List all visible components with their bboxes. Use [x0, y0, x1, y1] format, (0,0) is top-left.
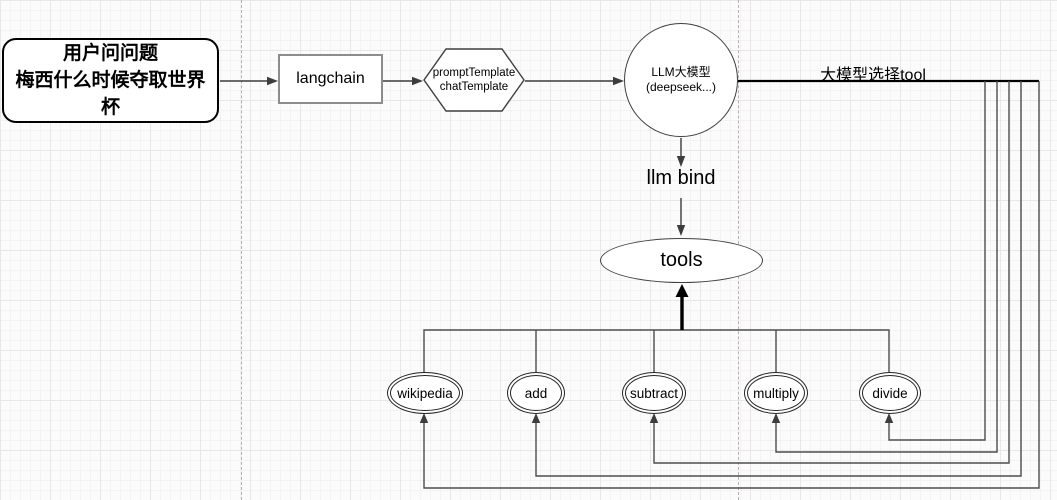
tool-label-subtract: subtract — [629, 385, 679, 401]
tool-label-wikipedia: wikipedia — [397, 385, 453, 401]
arrowhead-bind-label — [676, 156, 686, 167]
arrowhead-add — [531, 413, 541, 423]
langchain-label: langchain — [296, 70, 365, 87]
edge-label-llm-bind: llm bind — [646, 167, 716, 189]
edge-llm-to-wikipedia — [423, 81, 1040, 489]
prompt-template-line1: promptTemplate — [432, 67, 516, 79]
node-tools[interactable]: tools — [600, 238, 763, 283]
arrowheads — [267, 76, 894, 423]
arrowhead-llm — [613, 76, 624, 86]
node-tool-subtract[interactable]: subtract — [622, 372, 686, 414]
edge-llm-to-add — [535, 81, 1022, 477]
edge-tools-bus — [423, 329, 890, 372]
node-tool-multiply[interactable]: multiply — [744, 372, 808, 414]
arrowhead-prompt — [412, 76, 423, 86]
user-question-line2: 梅西什么时候夺取世界杯 — [15, 70, 206, 118]
page-boundary-left — [241, 0, 242, 500]
node-tool-wikipedia[interactable]: wikipedia — [387, 372, 463, 414]
node-prompt-template[interactable]: promptTemplate chatTemplate — [423, 48, 525, 112]
arrowhead-tools-thick — [675, 284, 689, 297]
tool-label-add: add — [524, 385, 548, 401]
hexagon-shape — [423, 48, 525, 112]
node-tool-divide[interactable]: divide — [859, 372, 921, 414]
user-question-line1: 用户问问题 — [62, 43, 158, 64]
tool-label-multiply: multiply — [753, 385, 799, 401]
llm-label-line1: LLM大模型 — [651, 65, 711, 79]
node-llm-model[interactable]: LLM大模型 (deepseek...) — [624, 23, 738, 137]
arrowhead-subtract — [649, 413, 659, 423]
edge-llm-to-divide — [888, 81, 986, 441]
tools-label: tools — [660, 249, 703, 271]
node-user-question[interactable]: 用户问问题 梅西什么时候夺取世界杯 — [2, 38, 219, 123]
arrowhead-wikipedia — [419, 413, 429, 423]
edge-label-select-tool: 大模型选择tool — [820, 67, 926, 84]
node-tool-add[interactable]: add — [507, 372, 565, 414]
prompt-template-line2: chatTemplate — [439, 81, 509, 93]
node-langchain[interactable]: langchain — [278, 54, 383, 104]
tool-label-divide: divide — [872, 385, 908, 401]
edge-llm-to-multiply — [775, 81, 998, 453]
arrowhead-tools-top — [676, 225, 686, 236]
arrowhead-divide — [884, 413, 894, 423]
llm-label-line2: (deepseek...) — [645, 80, 717, 94]
edge-llm-to-subtract — [653, 81, 1010, 464]
arrowhead-langchain — [267, 76, 278, 86]
arrowhead-multiply — [771, 413, 781, 423]
